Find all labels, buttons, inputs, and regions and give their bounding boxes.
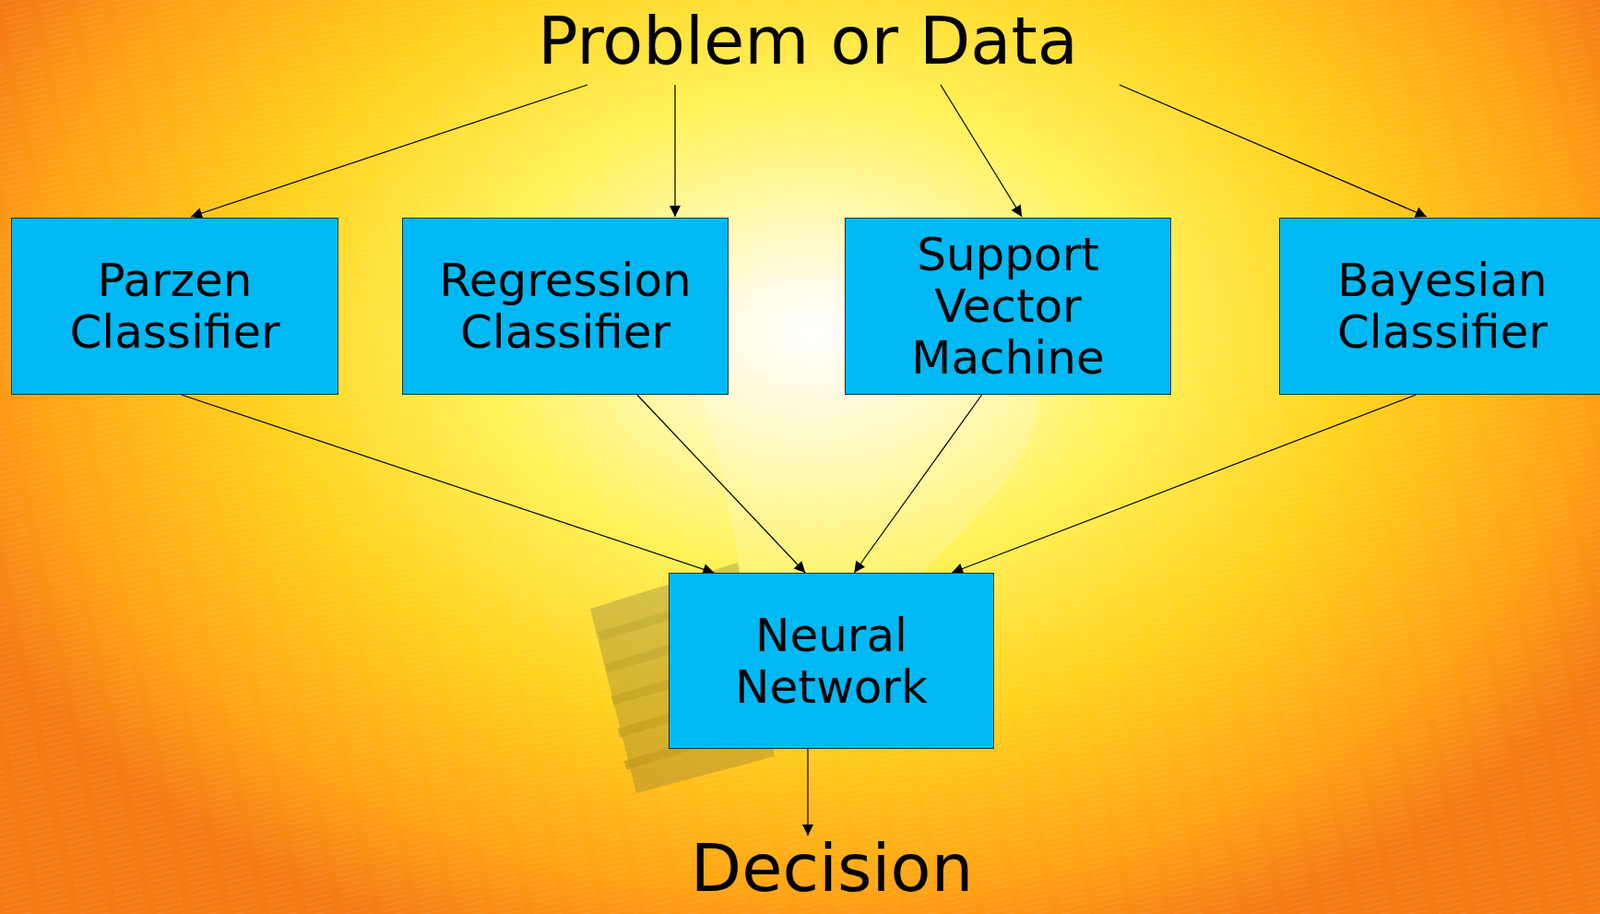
classifier-box: Support Vector Machine (844, 217, 1172, 395)
connector-arrow (181, 394, 715, 573)
box-label: Parzen Classifier (11, 254, 338, 358)
fan-out-arrow (674, 84, 676, 217)
output-label: Decision (690, 831, 974, 905)
box-label: Bayesian Classifier (1280, 254, 1600, 358)
classifier-box: Parzen Classifier (11, 217, 339, 395)
output-arrow (806, 748, 808, 836)
connector-arrow (637, 394, 806, 573)
box-label: Regression Classifier (402, 254, 728, 358)
connector-arrow (853, 394, 982, 573)
fan-out-arrow (1119, 84, 1427, 217)
fan-out-arrow (940, 84, 1022, 217)
fan-out-arrow (190, 84, 588, 217)
diagram-title: Problem or Data (537, 1, 1079, 80)
box-label: Support Vector Machine (845, 228, 1171, 384)
classifier-box: Neural Network (668, 572, 995, 749)
box-label: Neural Network (669, 609, 994, 713)
classifier-box: Bayesian Classifier (1279, 217, 1600, 395)
classifier-box: Regression Classifier (402, 217, 729, 395)
connector-arrow (951, 394, 1417, 573)
